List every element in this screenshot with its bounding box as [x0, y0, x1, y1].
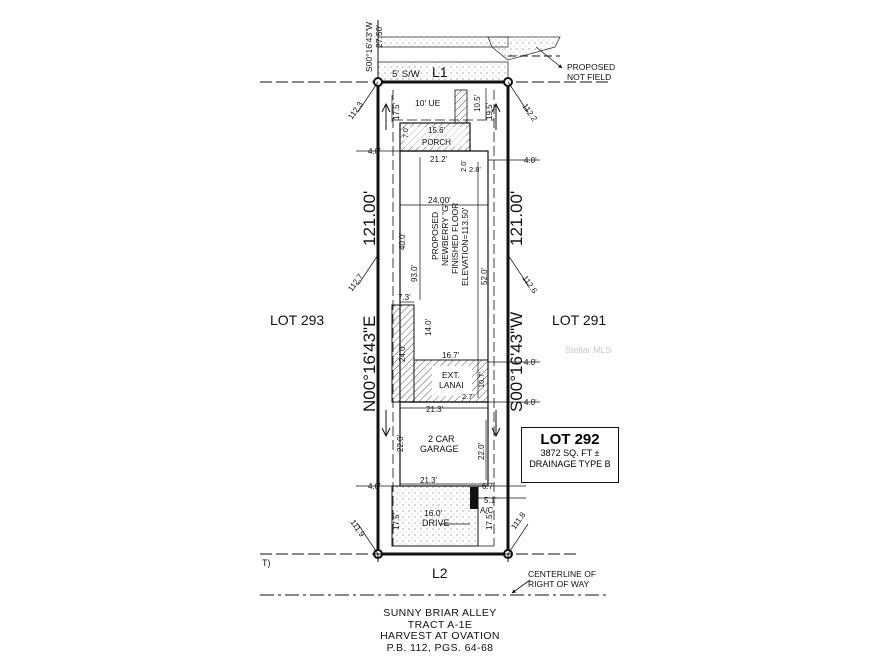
house-line-1: PROPOSED: [430, 212, 440, 260]
lot-info-box: LOT 292 3872 SQ. FT ± DRAINAGE TYPE B: [521, 427, 619, 483]
dim-24-00: 24.00': [428, 195, 451, 205]
house-line-3: FINISHED FLOOR: [450, 203, 460, 274]
alley-legend: SUNNY BRIAR ALLEY TRACT A-1E HARVEST AT …: [340, 607, 540, 654]
lanai-label-2: LANAI: [439, 380, 464, 390]
dim-2-8: 2.8': [469, 165, 481, 174]
lot-drainage: DRAINAGE TYPE B: [529, 459, 611, 469]
dim-16-7: 16.7': [442, 351, 460, 360]
dim-14-0: 14.0': [424, 318, 433, 336]
alley-line-3: HARVEST AT OVATION: [380, 630, 500, 642]
proposed-label: PROPOSED: [567, 62, 615, 72]
alley-line-2: TRACT A-1E: [407, 618, 473, 631]
alley-line-1: SUNNY BRIAR ALLEY: [383, 607, 497, 619]
street-bearing: S00°16'43"W: [364, 22, 374, 72]
ac-label: A/C: [480, 506, 494, 515]
sidewalk-label: 5' S/W: [392, 69, 420, 80]
dim-52-0: 52.0': [480, 267, 489, 285]
dim-5-1: 5.1': [484, 496, 497, 505]
dim-22-0-west: 22.0': [396, 434, 405, 452]
drainage-arrows: [381, 102, 501, 438]
dim-15-6: 15.6': [428, 126, 446, 135]
dim-7-3: 7.3': [398, 293, 411, 302]
alley-line-4: P.B. 112, PGS. 64-68: [386, 641, 494, 654]
dim-4-0-east-low: 4.0': [524, 398, 537, 407]
dim-17-5-east: 17.5': [485, 512, 494, 530]
elevation-leaders: [357, 81, 529, 555]
lot-292-title: LOT 292: [540, 431, 600, 448]
dim-93-0: 93.0': [410, 264, 419, 282]
dim-21-3-bottom: 21.3': [420, 476, 438, 485]
dim-21-3-top: 21.3': [426, 405, 444, 414]
t-label: T): [262, 558, 271, 568]
street-frontage: [260, 20, 610, 83]
elevation-nw: 112.3: [346, 100, 365, 122]
lot-291-label: LOT 291: [552, 312, 606, 328]
line-l2: L2: [432, 565, 448, 581]
dimension-lines: [356, 88, 540, 525]
elevation-mw: 112.7: [346, 272, 365, 294]
dim-4-0-east-top: 4.0': [524, 156, 537, 165]
dim-10-5: 10.5': [473, 94, 482, 112]
dim-7-0: 7.0': [403, 127, 410, 138]
dim-17-5-top: 17.5': [392, 102, 401, 120]
west-length: 121.00': [360, 191, 379, 246]
east-bearing: S00°16'43"W: [507, 312, 526, 412]
east-length: 121.00': [507, 191, 526, 246]
dim-16-0: 16.0': [424, 508, 443, 518]
house-label: PROPOSED NEWBERRY "G" FINISHED FLOOR ELE…: [430, 202, 470, 286]
dim-19-5: 19.5': [485, 102, 494, 120]
garage-label-1: 2 CAR: [428, 434, 455, 444]
elevation-sw: 111.9: [348, 518, 366, 539]
dim-40-0: 40.0': [398, 232, 407, 250]
dim-6-7: 6.7': [482, 482, 495, 491]
centerline-label-2: RIGHT OF WAY: [528, 579, 590, 589]
not-field-label: NOT FIELD: [567, 72, 611, 82]
house-line-4: ELEVATION=113.50': [460, 207, 470, 286]
dim-10-7: 10.7': [477, 371, 486, 388]
dim-24-0: 24.0': [398, 344, 407, 362]
dim-17-5-west: 17.5': [392, 512, 401, 530]
lot-area: 3872 SQ. FT ±: [540, 448, 600, 458]
porch-label: PORCH: [422, 138, 451, 147]
dim-22-0-east: 22.0': [477, 442, 486, 460]
dim-4-0-west-low: 4.0': [368, 482, 381, 491]
drive-label: DRIVE: [422, 518, 450, 528]
lanai-label-1: EXT.: [442, 370, 460, 380]
dim-4-0-west-top: 4.0': [368, 147, 381, 156]
watermark: Stellar MLS: [565, 345, 612, 355]
dim-21-2: 21.2': [430, 155, 448, 164]
west-bearing: N00°16'43"E: [360, 316, 379, 412]
street-distance: 27.50': [374, 25, 384, 48]
centerline-label-1: CENTERLINE OF: [528, 569, 596, 579]
elevation-ne: 112.2: [520, 102, 539, 124]
lot-293-label: LOT 293: [270, 312, 324, 328]
house-footprint: [391, 89, 489, 547]
dim-ue: 10' UE: [415, 98, 441, 108]
house-line-2: NEWBERRY "G": [440, 202, 450, 266]
garage-label-2: GARAGE: [420, 444, 459, 454]
dim-4-0-east-mid: 4.0': [524, 358, 537, 367]
line-l1: L1: [432, 64, 448, 80]
dim-2-0: 2.0': [459, 160, 468, 172]
elevation-me: 112.6: [520, 274, 539, 296]
dim-2-7: 2.7': [462, 392, 474, 401]
